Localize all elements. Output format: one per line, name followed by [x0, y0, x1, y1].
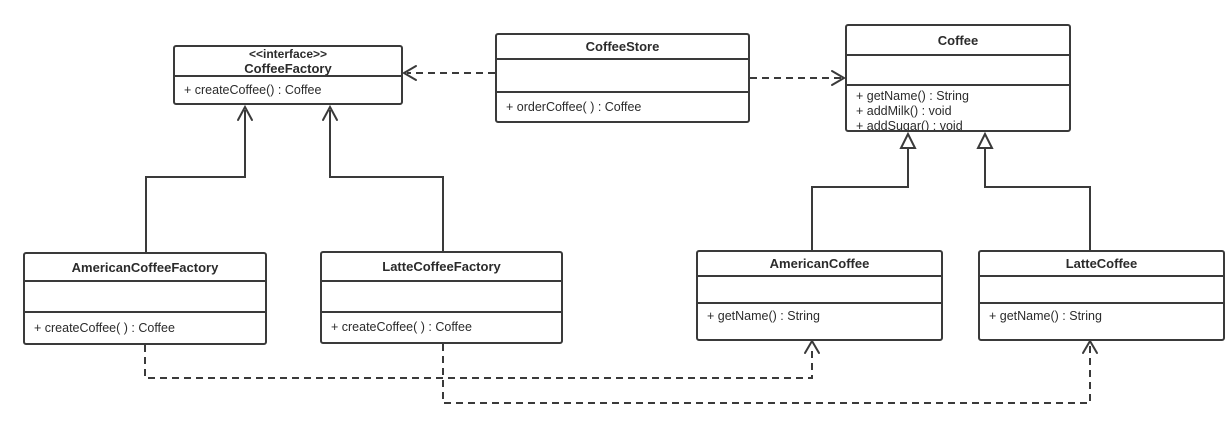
- class-header: Coffee: [847, 26, 1069, 54]
- open-arrowhead-icon: [804, 339, 820, 354]
- class-name: CoffeeStore: [585, 39, 660, 54]
- dependency-arrow-americancoffeefactory-to-americancoffee: [144, 339, 820, 379]
- method-label: + createCoffee() : Coffee: [184, 82, 322, 97]
- class-header: LatteCoffeeFactory: [322, 253, 561, 280]
- hollow-triangle-arrowhead-icon: [899, 131, 917, 149]
- class-box-lattecoffeefactory: LatteCoffeeFactory + createCoffee( ) : C…: [320, 251, 563, 344]
- methods-section: + createCoffee( ) : Coffee: [322, 311, 561, 342]
- class-box-americancoffee: AmericanCoffee + getName() : String: [696, 250, 943, 341]
- class-header: AmericanCoffeeFactory: [25, 254, 265, 280]
- open-arrowhead-icon: [237, 104, 253, 121]
- attributes-section: [980, 275, 1223, 302]
- method-label: + getName() : String: [856, 89, 969, 103]
- method-label: + createCoffee( ) : Coffee: [34, 320, 175, 335]
- attributes-section: [698, 275, 941, 302]
- methods-section: + getName() : String + addMilk() : void …: [847, 84, 1069, 132]
- open-arrowhead-icon: [1082, 339, 1098, 354]
- methods-section: + createCoffee( ) : Coffee: [25, 311, 265, 343]
- class-header: <<interface>> CoffeeFactory: [175, 46, 401, 76]
- methods-section: + getName() : String: [698, 302, 941, 339]
- attributes-section: [322, 280, 561, 311]
- class-name: LatteCoffee: [1065, 256, 1138, 271]
- methods-section: + getName() : String: [980, 302, 1223, 339]
- method-label: + orderCoffee( ) : Coffee: [506, 99, 642, 114]
- class-header: CoffeeStore: [497, 35, 748, 58]
- open-arrowhead-icon: [402, 65, 417, 81]
- class-header: AmericanCoffee: [698, 252, 941, 275]
- attributes-section: [847, 54, 1069, 84]
- class-box-coffee: Coffee + getName() : String + addMilk() …: [845, 24, 1071, 132]
- dependency-arrow-lattecoffeefactory-to-lattecoffee: [442, 339, 1098, 404]
- class-name: AmericanCoffee: [769, 256, 870, 271]
- dependency-arrow-coffeestore-to-coffee: [750, 70, 846, 86]
- methods-section: + createCoffee() : Coffee: [175, 75, 401, 103]
- open-arrowhead-icon: [831, 70, 846, 86]
- class-box-americancoffeefactory: AmericanCoffeeFactory + createCoffee( ) …: [23, 252, 267, 345]
- class-box-lattecoffee: LatteCoffee + getName() : String: [978, 250, 1225, 341]
- attributes-section: [497, 58, 748, 91]
- class-name: Coffee: [937, 32, 979, 48]
- generalization-arrow-americancoffee-to-coffee: [811, 131, 917, 250]
- method-label: + createCoffee( ) : Coffee: [331, 320, 472, 334]
- attributes-section: [25, 280, 265, 311]
- dependency-arrow-coffeestore-to-coffeefactory: [402, 65, 495, 81]
- method-label: + addMilk() : void: [856, 104, 952, 118]
- class-box-coffeefactory: <<interface>> CoffeeFactory + createCoff…: [173, 45, 403, 105]
- methods-section: + orderCoffee( ) : Coffee: [497, 91, 748, 121]
- realization-arrow-lattecoffeefactory-to-coffeefactory: [322, 104, 444, 251]
- method-label: + getName() : String: [707, 309, 820, 323]
- class-header: LatteCoffee: [980, 252, 1223, 275]
- method-label: + getName() : String: [989, 309, 1102, 323]
- class-name: AmericanCoffeeFactory: [71, 259, 219, 275]
- class-name: LatteCoffeeFactory: [382, 259, 501, 274]
- open-arrowhead-icon: [322, 104, 338, 121]
- class-name: CoffeeFactory: [244, 60, 332, 76]
- stereotype-label: <<interface>>: [248, 46, 328, 61]
- generalization-arrow-lattecoffee-to-coffee: [976, 131, 1091, 250]
- class-box-coffeestore: CoffeeStore + orderCoffee( ) : Coffee: [495, 33, 750, 123]
- hollow-triangle-arrowhead-icon: [976, 131, 994, 149]
- realization-arrow-americancoffeefactory-to-coffeefactory: [145, 104, 253, 252]
- method-label: + addSugar() : void: [856, 119, 963, 132]
